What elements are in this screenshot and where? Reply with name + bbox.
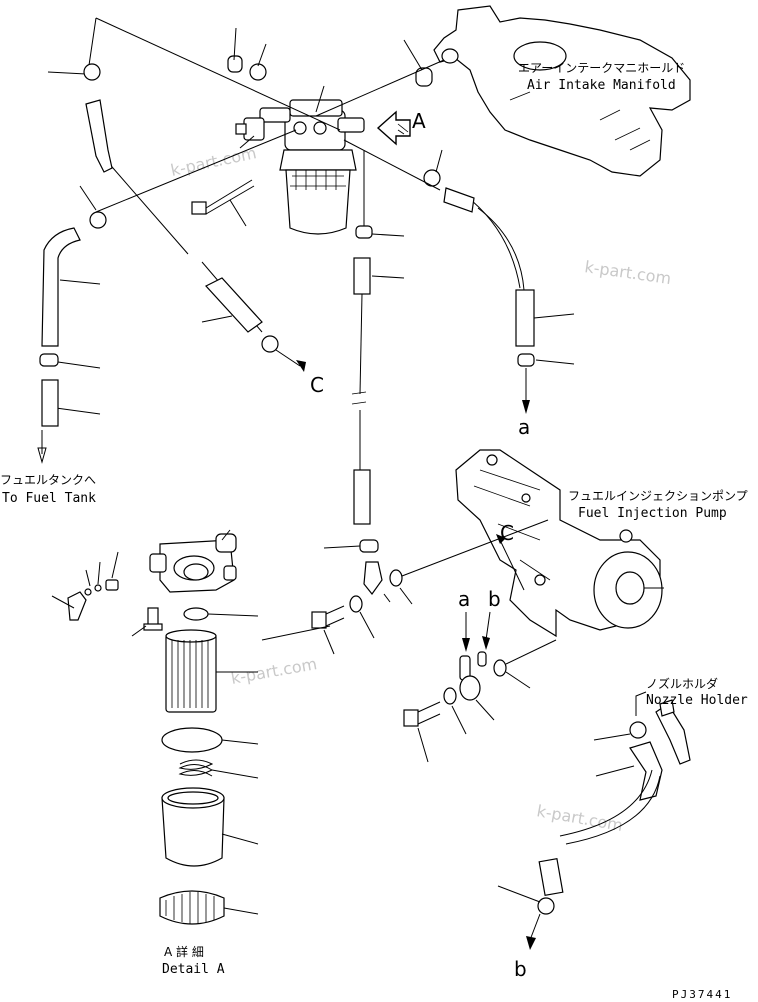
clamp-part xyxy=(39,353,59,367)
clamp-part xyxy=(537,897,555,915)
hose-part xyxy=(41,379,59,427)
washer-part xyxy=(349,595,363,613)
banjo-eye xyxy=(459,675,481,701)
fuel-injection-pump xyxy=(455,449,664,638)
detail-a-filter-head xyxy=(149,533,237,593)
fitting-part xyxy=(227,55,243,73)
hose-part xyxy=(538,858,564,896)
nozzle-holder xyxy=(655,699,691,765)
clamp-part xyxy=(629,721,647,739)
watermark: k-part.com xyxy=(229,654,318,688)
view-a-arrow xyxy=(376,110,411,146)
nozzle-holder-jp-label: ノズルホルダ xyxy=(646,676,718,691)
detail-a-small-parts xyxy=(67,579,163,631)
clamp-part xyxy=(355,225,373,239)
watermark: k-part.com xyxy=(169,143,258,180)
clamp-part xyxy=(261,335,279,353)
detail-a-filter-bowl xyxy=(161,787,225,867)
view-a-label: A xyxy=(412,109,426,133)
hose-part xyxy=(85,99,113,173)
watermark: k-part.com xyxy=(583,257,672,288)
hose-part xyxy=(629,741,663,801)
hose-part xyxy=(443,187,475,213)
hose-part xyxy=(515,289,535,347)
bolt-part xyxy=(191,201,207,215)
banjo-fitting xyxy=(477,651,487,667)
hose-part xyxy=(353,257,371,295)
bolt-part xyxy=(311,611,327,629)
ref-c-small-label: C xyxy=(500,521,514,545)
ref-c-label: C xyxy=(310,373,324,397)
large-o-ring xyxy=(161,727,223,753)
ref-b-label-lower: b xyxy=(488,587,501,611)
nozzle-holder-en-label: Nozzle Holder xyxy=(646,693,748,708)
clamp-part xyxy=(359,539,379,553)
bolt-part xyxy=(403,709,419,727)
ref-a-label-lower: a xyxy=(458,587,470,611)
hose-part xyxy=(353,469,371,525)
clamp-part xyxy=(423,169,441,187)
fuel-filter-assembly xyxy=(235,99,365,235)
drawing-code: PJ37441 xyxy=(672,988,732,1001)
hose-part xyxy=(205,277,263,333)
washer-part xyxy=(493,659,507,677)
clamp-part xyxy=(249,63,267,81)
o-ring xyxy=(183,607,209,621)
clamp-part xyxy=(89,211,107,229)
clamp-part xyxy=(517,353,535,367)
pipe-routing-lines xyxy=(87,17,525,470)
washer-part xyxy=(443,687,457,705)
air-intake-jp-label: エアーインテークマニホールド xyxy=(518,61,685,75)
detail-a-jp-label: A 詳 細 xyxy=(164,944,204,959)
hose-part xyxy=(41,227,81,347)
fitting-part xyxy=(415,67,433,87)
detail-a-ring-nut xyxy=(159,890,225,925)
fuel-tank-jp-label: フュエルタンクへ xyxy=(0,473,96,487)
clamp-part xyxy=(83,63,101,81)
watermark: k-part.com xyxy=(535,801,624,835)
injection-pump-jp-label: フュエルインジェクションポンプ xyxy=(568,489,748,503)
leader-lines xyxy=(47,27,575,415)
air-intake-en-label: Air Intake Manifold xyxy=(527,78,676,93)
ref-b-label-bottom: b xyxy=(514,957,527,981)
air-intake-manifold xyxy=(433,5,691,177)
washer-part xyxy=(389,569,403,587)
detail-a-spring xyxy=(178,759,214,777)
detail-a-en-label: Detail A xyxy=(162,962,225,977)
injection-pump-en-label: Fuel Injection Pump xyxy=(578,506,727,521)
detail-a-filter-element xyxy=(165,629,217,713)
ref-a-label: a xyxy=(518,415,530,439)
bolt-shaft xyxy=(205,179,253,209)
fuel-tank-en-label: To Fuel Tank xyxy=(2,491,96,506)
detail-a-leader-lines xyxy=(51,529,259,915)
banjo-fitting xyxy=(363,561,383,595)
